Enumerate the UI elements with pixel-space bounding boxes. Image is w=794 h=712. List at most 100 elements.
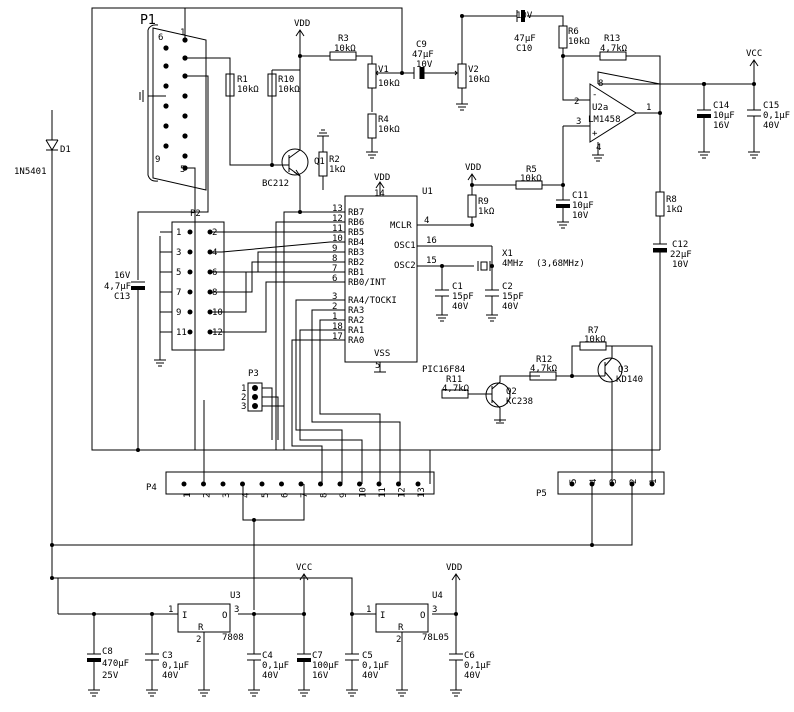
- svg-text:-: -: [592, 90, 597, 100]
- svg-text:VDD: VDD: [446, 563, 462, 573]
- mcu-pin-name: RB5: [348, 228, 364, 238]
- p4-pin-label: 5: [261, 493, 271, 498]
- svg-text:4,7kΩ: 4,7kΩ: [530, 364, 558, 374]
- p1-pin6-label: 6: [158, 33, 163, 43]
- svg-text:X1: X1: [502, 249, 513, 259]
- svg-text:4,7μF: 4,7μF: [104, 282, 131, 292]
- svg-text:10kΩ: 10kΩ: [468, 75, 490, 85]
- p2-pin: [187, 269, 193, 275]
- p1-pin5-label: 5: [180, 165, 185, 175]
- ground-symbols: [317, 102, 604, 162]
- svg-text:47μF: 47μF: [514, 34, 536, 44]
- mcu-pin-name: RB1: [348, 268, 364, 278]
- resistor-r8: R8 1kΩ: [655, 113, 683, 244]
- capacitor-c14: C14 10μF 16V: [697, 101, 735, 159]
- p4-pin: [298, 481, 304, 487]
- svg-text:40V: 40V: [262, 671, 279, 681]
- p2-pin-label: 4: [212, 248, 217, 258]
- svg-text:16V: 16V: [713, 121, 730, 131]
- vdd-arrow-top: VDD: [294, 19, 310, 38]
- crystal-x1: X1 4MHz (3,68MHz): [440, 246, 585, 290]
- p2-pin-label: 12: [212, 328, 223, 338]
- mcu-pin-name: RB0/INT: [348, 278, 387, 288]
- p4-pin: [220, 481, 226, 487]
- svg-text:C5: C5: [362, 651, 373, 661]
- svg-text:MCLR: MCLR: [390, 221, 412, 231]
- svg-text:R: R: [398, 623, 404, 633]
- svg-text:U4: U4: [432, 591, 443, 601]
- svg-text:16V: 16V: [114, 271, 131, 281]
- vdd-arrow-bottom: VDD: [446, 563, 462, 581]
- svg-text:C1: C1: [452, 282, 463, 292]
- svg-text:4: 4: [596, 143, 601, 153]
- p4-pin-label: 11: [378, 487, 388, 498]
- svg-text:10kΩ: 10kΩ: [334, 44, 356, 54]
- wires-connectors: [52, 400, 660, 610]
- p2-pin-label: 7: [176, 288, 181, 298]
- mcu-pin-name: RA1: [348, 326, 364, 336]
- p4-pin-label: 13: [417, 487, 427, 498]
- svg-text:R2: R2: [329, 155, 340, 165]
- svg-text:4MHz: 4MHz: [502, 259, 524, 269]
- resistor-r2: R2 1kΩ: [318, 151, 346, 177]
- svg-text:VDD: VDD: [374, 173, 390, 183]
- svg-text:2: 2: [196, 635, 201, 645]
- svg-text:40V: 40V: [502, 302, 519, 312]
- pot-v1: V1 10kΩ: [367, 63, 404, 89]
- p2-pin-label: 5: [176, 268, 181, 278]
- svg-text:R1: R1: [237, 75, 248, 85]
- svg-text:16V: 16V: [312, 671, 329, 681]
- svg-text:D1: D1: [60, 145, 71, 155]
- mcu-pin-name: RB7: [348, 208, 364, 218]
- svg-text:I: I: [182, 611, 187, 621]
- svg-text:15pF: 15pF: [452, 292, 474, 302]
- svg-text:KC238: KC238: [506, 397, 533, 407]
- svg-text:4,7kΩ: 4,7kΩ: [600, 44, 628, 54]
- svg-text:40V: 40V: [162, 671, 179, 681]
- svg-text:C12: C12: [672, 240, 688, 250]
- svg-text:470μF: 470μF: [102, 659, 129, 669]
- svg-text:I: I: [380, 611, 385, 621]
- opamp-u2a: U2a LM1458 2 3 1 8 4 - +: [562, 71, 662, 200]
- svg-text:3: 3: [576, 117, 581, 127]
- svg-text:O: O: [222, 611, 227, 621]
- svg-text:10V: 10V: [672, 260, 689, 270]
- svg-text:15pF: 15pF: [502, 292, 524, 302]
- svg-text:10μF: 10μF: [572, 201, 594, 211]
- p2-pin: [187, 309, 193, 315]
- capacitor-c1: C1 15pF 40V: [435, 282, 474, 322]
- svg-text:10kΩ: 10kΩ: [568, 37, 590, 47]
- svg-text:47μF: 47μF: [412, 50, 434, 60]
- svg-text:0,1μF: 0,1μF: [362, 661, 389, 671]
- p1-label: P1: [140, 13, 156, 28]
- svg-text:2: 2: [574, 97, 579, 107]
- p3-pin-label: 3: [241, 402, 246, 412]
- svg-text:VDD: VDD: [294, 19, 310, 29]
- svg-text:+: +: [592, 129, 598, 139]
- mcu-pin-number: 3: [332, 292, 337, 302]
- svg-text:10kΩ: 10kΩ: [520, 174, 542, 184]
- mcu-pin-name: RA2: [348, 316, 364, 326]
- p2-pin-label: 6: [212, 268, 217, 278]
- p3-pin-label: 2: [241, 393, 246, 403]
- p4-pin: [181, 481, 187, 487]
- mcu-pin-name: RB4: [348, 238, 364, 248]
- svg-text:C6: C6: [464, 651, 475, 661]
- svg-text:R3: R3: [338, 34, 349, 44]
- svg-text:10kΩ: 10kΩ: [378, 125, 400, 135]
- svg-text:C7: C7: [312, 651, 323, 661]
- svg-text:R11: R11: [446, 375, 462, 385]
- svg-text:R6: R6: [568, 27, 579, 37]
- svg-text:R7: R7: [588, 326, 599, 336]
- svg-text:LM1458: LM1458: [588, 115, 621, 125]
- capacitor-c6: C6 0,1μF 40V: [449, 651, 491, 697]
- capacitor-c10: 10V 47μF C10: [514, 10, 536, 54]
- svg-text:0,1μF: 0,1μF: [162, 661, 189, 671]
- mcu-pin-number: 18: [332, 322, 343, 332]
- svg-text:C2: C2: [502, 282, 513, 292]
- connector-p1: P1 6 1 9 5: [139, 13, 207, 191]
